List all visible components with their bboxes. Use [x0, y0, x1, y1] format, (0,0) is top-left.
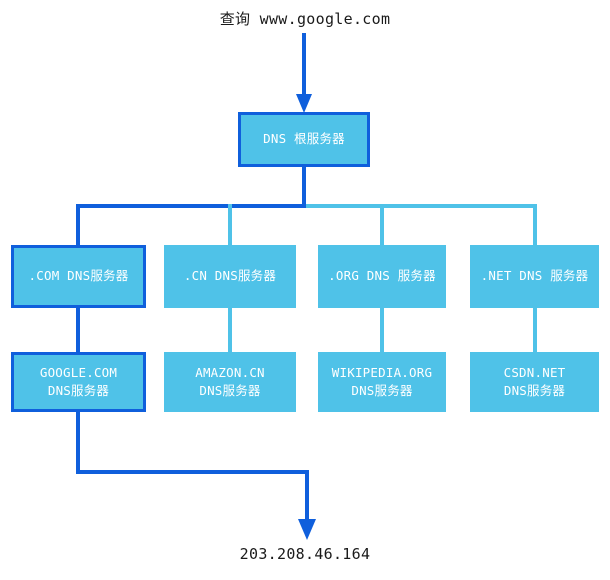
node-wikipedia-org-dns-server[interactable]: WIKIPEDIA.ORG DNS服务器 — [318, 352, 446, 412]
node-label-line2: DNS服务器 — [503, 383, 566, 398]
node-label: DNS 根服务器 — [263, 131, 345, 147]
node-label-line2: DNS服务器 — [199, 383, 261, 398]
node-csdn-net-dns-server[interactable]: CSDN.NET DNS服务器 — [470, 352, 599, 412]
node-com-dns-server[interactable]: .COM DNS服务器 — [11, 245, 146, 308]
node-label-line2: DNS服务器 — [351, 383, 413, 398]
node-label: .CN DNS服务器 — [183, 268, 277, 284]
node-label: .COM DNS服务器 — [28, 268, 129, 284]
query-arrow — [296, 33, 312, 113]
query-caption: 查询 www.google.com — [219, 10, 391, 28]
answer-arrow — [76, 410, 316, 540]
node-org-dns-server[interactable]: .ORG DNS 服务器 — [318, 245, 446, 308]
node-google-com-dns-server[interactable]: GOOGLE.COM DNS服务器 — [11, 352, 146, 412]
node-label-line1: WIKIPEDIA.ORG — [331, 364, 433, 380]
node-label-line1: GOOGLE.COM — [39, 364, 118, 380]
node-label: .NET DNS 服务器 — [480, 268, 589, 284]
node-net-dns-server[interactable]: .NET DNS 服务器 — [470, 245, 599, 308]
node-dns-root-server[interactable]: DNS 根服务器 — [238, 112, 370, 167]
node-label: .ORG DNS 服务器 — [328, 268, 436, 284]
resolved-ip-caption: 203.208.46.164 — [239, 545, 371, 563]
node-label-line1: CSDN.NET — [503, 364, 566, 380]
node-cn-dns-server[interactable]: .CN DNS服务器 — [164, 245, 296, 308]
node-amazon-cn-dns-server[interactable]: AMAZON.CN DNS服务器 — [164, 352, 296, 412]
node-label-line1: AMAZON.CN — [195, 364, 265, 380]
node-label-line2: DNS服务器 — [47, 383, 110, 398]
